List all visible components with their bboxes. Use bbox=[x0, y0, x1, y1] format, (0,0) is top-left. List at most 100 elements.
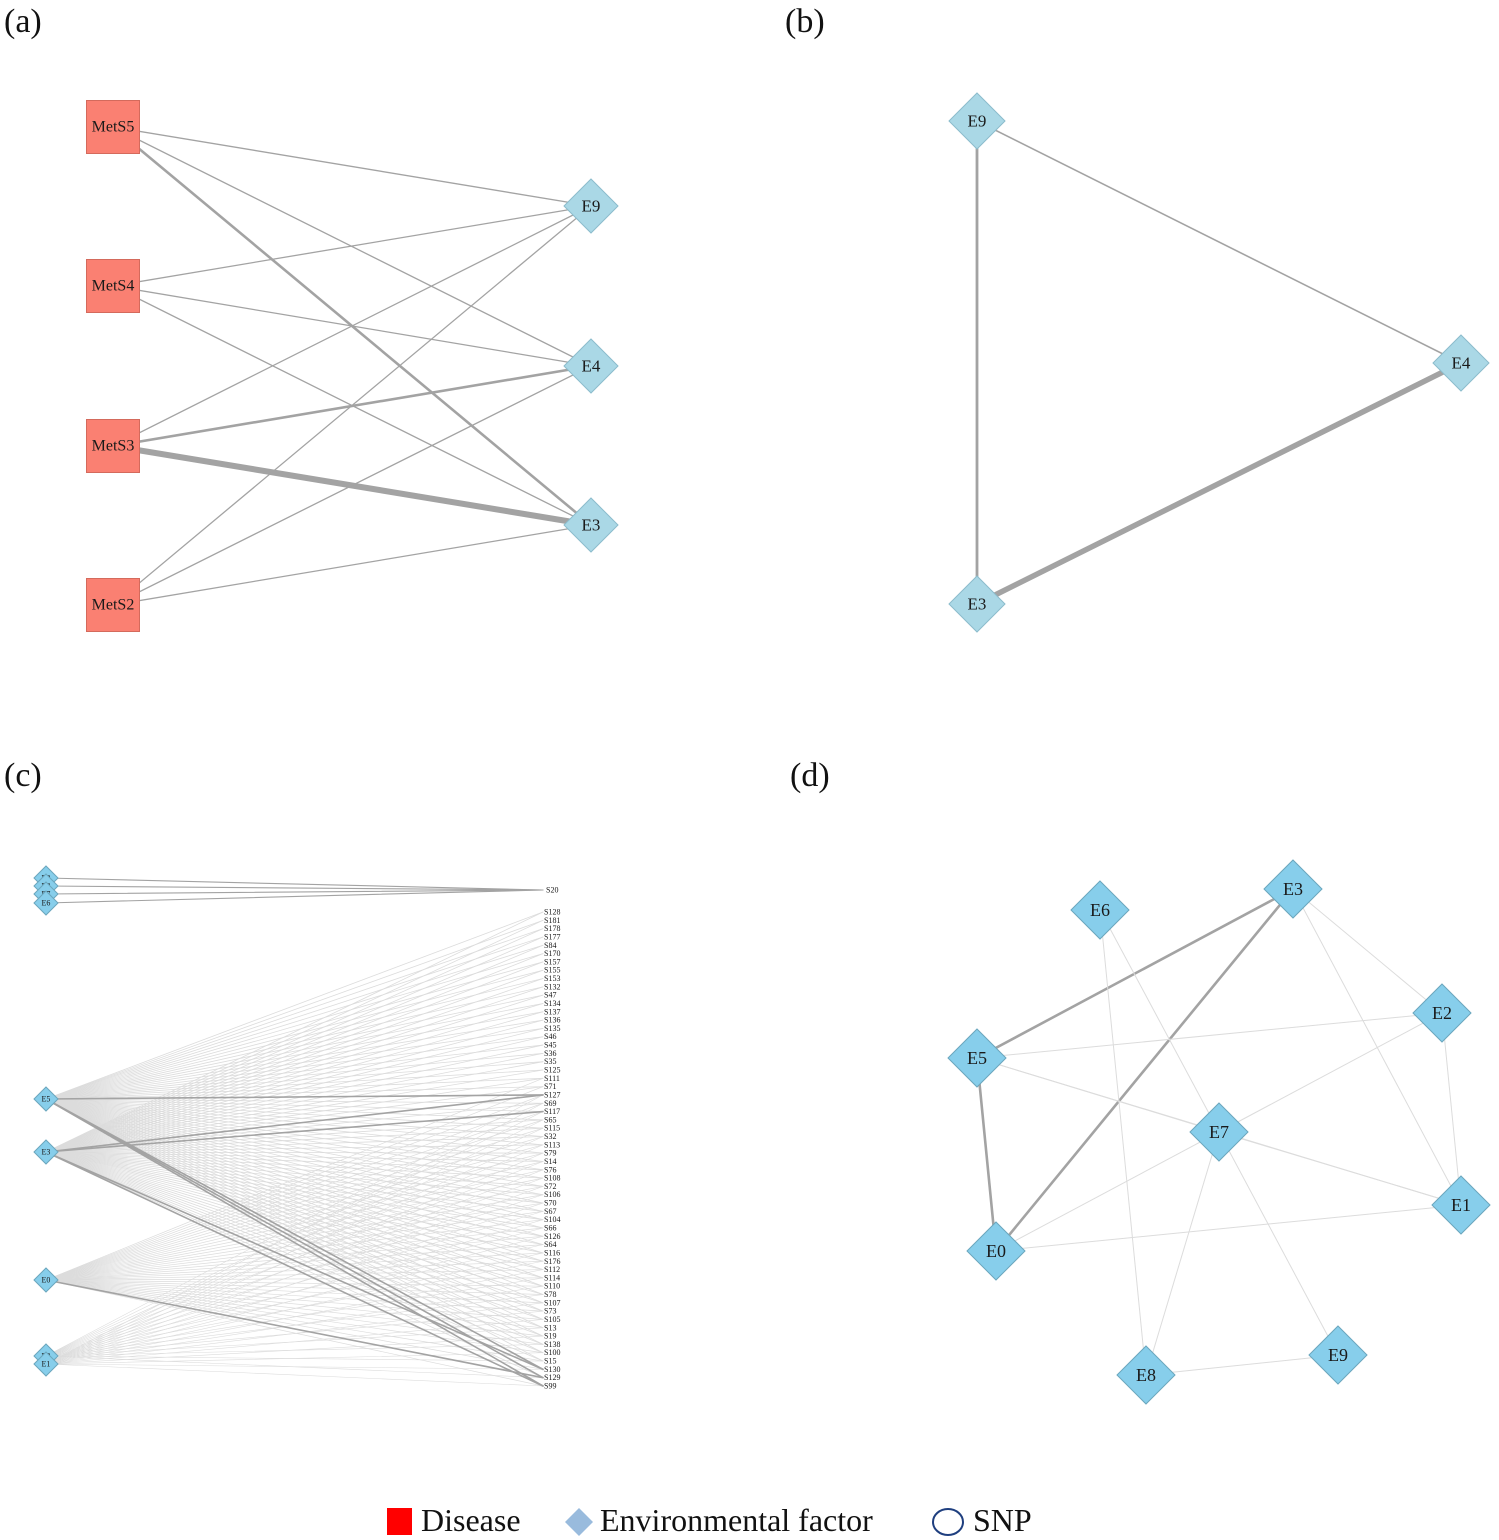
edge-e5-s113 bbox=[45, 1098, 544, 1146]
edge-strong-e5-s127 bbox=[45, 1094, 544, 1100]
edge-e5-s157 bbox=[45, 961, 544, 1100]
node-label: E1 bbox=[1451, 1195, 1471, 1215]
edge-e1-s104 bbox=[45, 1219, 544, 1365]
env-node-e7: E7 bbox=[1189, 1102, 1249, 1162]
edge-e3-s79 bbox=[45, 1151, 544, 1154]
legend: Disease Environmental factor SNP bbox=[387, 1502, 1032, 1538]
snp-label-s110: S110 bbox=[544, 1282, 560, 1291]
edge-e5-s136 bbox=[45, 1019, 544, 1100]
edge-mets2-e4 bbox=[112, 365, 592, 606]
edge-e3-s105 bbox=[45, 1151, 544, 1320]
edge-e3-s135 bbox=[45, 1028, 544, 1153]
panel-a-label: (a) bbox=[4, 3, 42, 40]
snp-label-s100: S100 bbox=[544, 1348, 560, 1357]
edge-e3-s132 bbox=[45, 986, 544, 1153]
diamond-shape bbox=[33, 890, 59, 916]
snp-label-s65: S65 bbox=[544, 1115, 556, 1124]
edge-e1-s79 bbox=[45, 1152, 544, 1365]
edge-e5-s135 bbox=[45, 1028, 544, 1100]
edge-e0-s69 bbox=[45, 1102, 544, 1281]
edge-e0-s127 bbox=[45, 1094, 544, 1281]
node-label: E3 bbox=[582, 516, 601, 535]
edge-e3-s125 bbox=[45, 1069, 544, 1153]
diamond-shape bbox=[947, 1028, 1007, 1088]
node-label: E3 bbox=[42, 1148, 51, 1157]
edge-e3-s67 bbox=[45, 1151, 544, 1212]
env-node-e6: E6 bbox=[1070, 880, 1130, 940]
edge-e9-e4 bbox=[976, 120, 1462, 364]
snp-label-s134: S134 bbox=[544, 999, 560, 1008]
edge-e5-s76 bbox=[45, 1098, 544, 1171]
edge-e3-e4 bbox=[974, 360, 1464, 607]
node-label: E5 bbox=[967, 1048, 987, 1068]
edge-e3-s126 bbox=[45, 1151, 544, 1237]
edge-e1-s112 bbox=[45, 1269, 544, 1365]
snp-label-s130: S130 bbox=[544, 1365, 560, 1374]
node-label: E7 bbox=[1209, 1122, 1229, 1142]
node-label: E4 bbox=[1452, 354, 1471, 373]
edge-e6-e7 bbox=[1099, 909, 1220, 1133]
diamond-shape bbox=[966, 1221, 1026, 1281]
edge-e3-s157 bbox=[45, 961, 544, 1153]
edge-e5-s84 bbox=[45, 944, 544, 1100]
snp-label-s73: S73 bbox=[544, 1307, 556, 1316]
edge-e7-e8 bbox=[1145, 1131, 1220, 1376]
edge-e3-s71 bbox=[45, 1086, 544, 1153]
snp-label-s116: S116 bbox=[544, 1248, 560, 1257]
edge-e9-s20 bbox=[45, 877, 544, 891]
edge-e1-s32 bbox=[45, 1136, 544, 1365]
snp-label-s127: S127 bbox=[544, 1090, 560, 1099]
edge-e5-s36 bbox=[45, 1052, 544, 1100]
env-node-e0: E0 bbox=[33, 1267, 59, 1293]
snp-label-s32: S32 bbox=[544, 1132, 556, 1141]
edge-e3-s112 bbox=[45, 1151, 544, 1270]
diamond-shape bbox=[1263, 859, 1323, 919]
panel-d-edges bbox=[975, 887, 1462, 1376]
snp-label-s115: S115 bbox=[544, 1124, 560, 1133]
edge-e0-e3 bbox=[994, 887, 1295, 1253]
edge-e0-s78 bbox=[45, 1279, 544, 1295]
diamond-shape bbox=[1189, 1102, 1249, 1162]
node-label: MetS3 bbox=[92, 438, 135, 455]
edge-e0-s64 bbox=[45, 1244, 544, 1281]
node-label: E6 bbox=[1090, 900, 1110, 920]
snp-label-s155: S155 bbox=[544, 966, 560, 975]
edge-e6-s20 bbox=[45, 889, 544, 904]
edge-e3-s181 bbox=[45, 919, 544, 1153]
diamond-shape bbox=[33, 1139, 59, 1165]
edge-mets3-e9 bbox=[112, 205, 592, 447]
node-label: E0 bbox=[42, 1276, 51, 1285]
env-node-e6: E6 bbox=[33, 890, 59, 916]
legend-snp-label: SNP bbox=[973, 1502, 1032, 1538]
snp-label-s177: S177 bbox=[544, 932, 560, 941]
edge-e3-s115 bbox=[45, 1127, 544, 1153]
edge-e3-s64 bbox=[45, 1151, 544, 1246]
edge-e3-s14 bbox=[45, 1151, 544, 1162]
snp-label-s35: S35 bbox=[544, 1057, 556, 1066]
snp-label-s170: S170 bbox=[544, 949, 560, 958]
edge-e0-s176 bbox=[45, 1260, 544, 1281]
edge-e1-s76 bbox=[45, 1169, 544, 1365]
env-node-e0: E0 bbox=[966, 1221, 1026, 1281]
edge-strong-e0-s129 bbox=[45, 1279, 544, 1379]
edge-e1-s72 bbox=[45, 1186, 544, 1365]
edge-e7-e9 bbox=[1218, 1131, 1339, 1356]
snp-label-s69: S69 bbox=[544, 1099, 556, 1108]
snp-label-s64: S64 bbox=[544, 1240, 556, 1249]
edge-e5-e2 bbox=[976, 1012, 1443, 1059]
node-label: E6 bbox=[42, 899, 51, 908]
edge-e5-s155 bbox=[45, 969, 544, 1100]
panel-c-snp-labels: S20S128S181S178S177S84S170S157S155S153S1… bbox=[544, 886, 560, 1391]
env-node-e3: E3 bbox=[563, 497, 619, 553]
edge-e0-s73 bbox=[45, 1279, 544, 1312]
node-label: E4 bbox=[582, 357, 601, 376]
edge-e5-s125 bbox=[45, 1069, 544, 1100]
edge-e5-s128 bbox=[45, 911, 544, 1100]
snp-label-s45: S45 bbox=[544, 1041, 556, 1050]
edge-e5-e3 bbox=[975, 887, 1295, 1060]
node-label: E1 bbox=[42, 1360, 51, 1369]
snp-label-s13: S13 bbox=[544, 1323, 556, 1332]
